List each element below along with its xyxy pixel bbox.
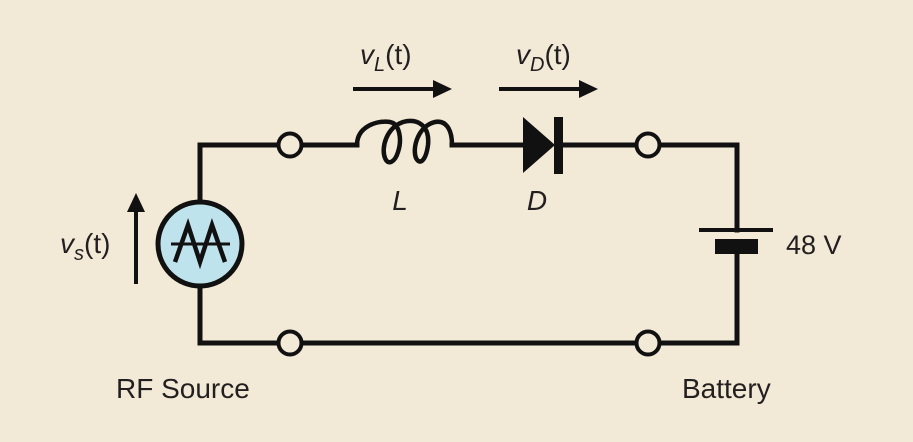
inductor-label: L (392, 185, 408, 216)
source-voltage-arrow-icon (127, 193, 145, 284)
wire-bottom-right (657, 249, 740, 346)
terminal-bottom-left (276, 329, 304, 357)
terminal-top-right (634, 131, 662, 159)
wire-top-right (657, 142, 740, 233)
wires (197, 142, 740, 346)
terminal-top-left (276, 131, 304, 159)
diode-voltage-arrow-icon (499, 80, 598, 98)
terminal-bottom-right (634, 329, 662, 357)
diode-icon (523, 117, 563, 174)
inductor-voltage-label: vL(t) (360, 39, 412, 76)
wire-bottom-left (197, 285, 281, 346)
battery-label: Battery (682, 373, 771, 404)
inductor-icon (354, 118, 455, 165)
diode-voltage-label: vD(t) (516, 39, 571, 76)
battery-icon (699, 228, 773, 254)
inductor-voltage-arrow-icon (353, 80, 452, 98)
battery-value-label: 48 V (786, 230, 842, 260)
rf-source-icon (155, 199, 245, 289)
diode-label: D (527, 185, 547, 216)
source-voltage-label: vs(t) (60, 228, 110, 265)
wire-top-left (197, 142, 281, 203)
rf-source-label: RF Source (116, 373, 250, 404)
